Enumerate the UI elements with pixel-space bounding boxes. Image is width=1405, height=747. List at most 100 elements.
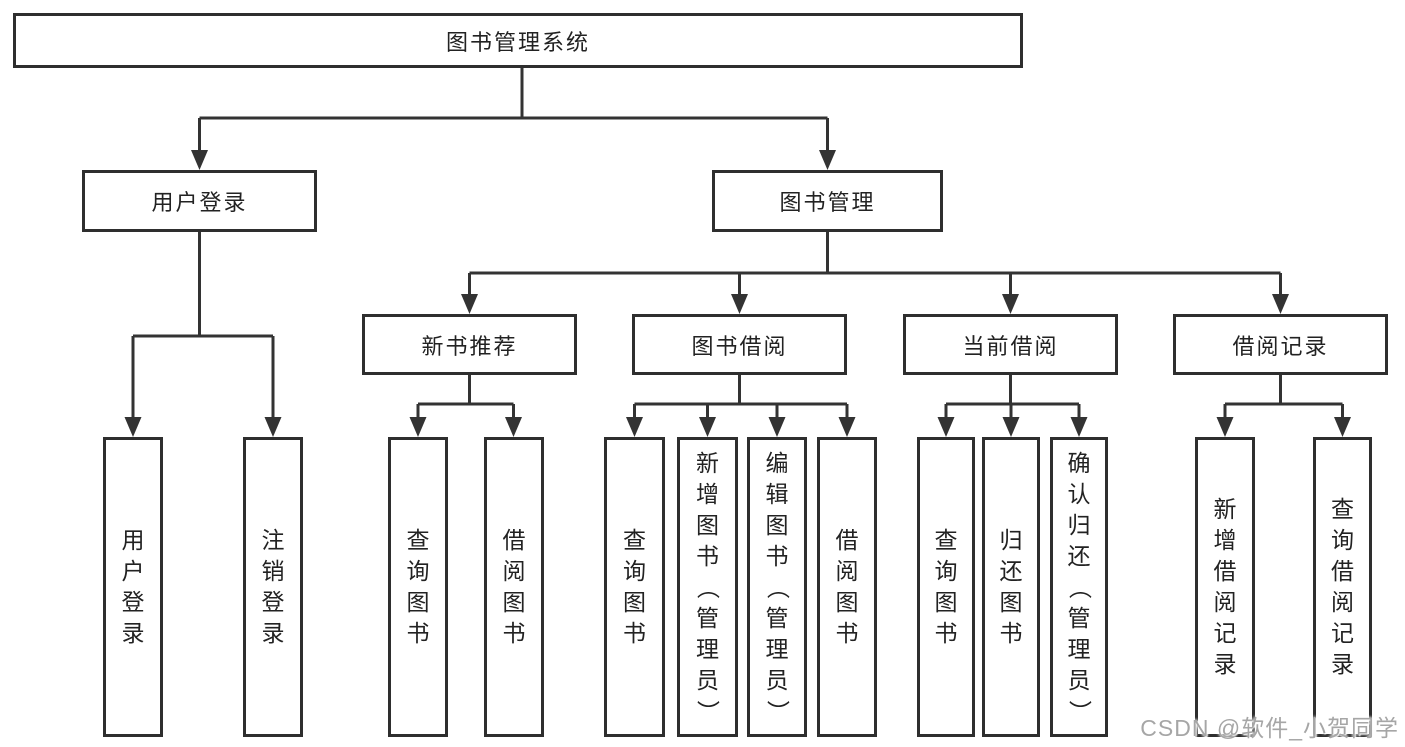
vertical-char: 理 — [765, 635, 789, 662]
node-leaf-cb-query-books-label: 查询图书 — [935, 529, 958, 645]
vertical-char: （ — [764, 575, 791, 599]
vertical-char: ） — [1066, 699, 1093, 723]
node-leaf-bb-query-books: 查询图书 — [604, 437, 665, 737]
connector-book-borrow-children — [626, 375, 856, 437]
vertical-char: 书 — [835, 620, 859, 646]
vertical-char: 员 — [1067, 666, 1091, 693]
vertical-char: 图 — [934, 589, 958, 615]
vertical-char: 询 — [1331, 527, 1354, 553]
connector-current-borrow-children — [937, 375, 1088, 437]
node-leaf-user-login: 用户登录 — [103, 437, 163, 737]
connector-new-book-children — [409, 375, 522, 437]
vertical-char: ） — [764, 699, 791, 723]
vertical-char: 图 — [835, 589, 859, 615]
vertical-char: 阅 — [1213, 589, 1237, 615]
connector-user-login-children — [124, 232, 282, 437]
vertical-char: 还 — [999, 558, 1023, 584]
vertical-char: 图 — [406, 589, 430, 615]
node-leaf-bb-edit-books-admin: 编辑图书 （ 管理员 ） — [747, 437, 807, 737]
arrowhead — [124, 417, 142, 437]
vertical-char: 新 — [696, 449, 719, 476]
vertical-char: （ — [1066, 575, 1093, 599]
vertical-char: 询 — [934, 558, 958, 584]
node-root-label: 图书管理系统 — [445, 29, 590, 55]
arrowhead — [1216, 417, 1234, 437]
arrowhead — [626, 417, 643, 437]
node-leaf-bb-query-books-label: 查询图书 — [623, 529, 646, 645]
vertical-char: 书 — [502, 620, 526, 646]
vertical-char: 理 — [1067, 635, 1091, 662]
node-new-book-recommend: 新书推荐 — [362, 314, 577, 375]
watermark: CSDN @软件_小贺同学 — [1140, 715, 1399, 741]
vertical-char: 录 — [121, 620, 145, 646]
node-user-login-label: 用户登录 — [151, 190, 248, 215]
node-leaf-user-login-label: 用户登录 — [122, 529, 145, 645]
connector-root-to-level2 — [191, 68, 836, 170]
arrowhead — [699, 417, 716, 437]
vertical-char: 图 — [765, 511, 789, 538]
arrowhead — [1334, 417, 1351, 437]
node-leaf-br-query-record: 查询借阅记录 — [1313, 437, 1372, 737]
vertical-char: 查 — [934, 527, 958, 553]
vertical-char: 登 — [121, 589, 145, 615]
vertical-char: 员 — [765, 666, 789, 693]
arrowhead — [461, 294, 478, 314]
vertical-char: 归 — [1067, 511, 1091, 538]
vertical-char: 员 — [696, 666, 719, 693]
node-leaf-cb-return-books-label: 归还图书 — [1000, 529, 1023, 645]
vertical-char: 管 — [765, 604, 789, 631]
connector-book-mgmt-children — [461, 232, 1289, 314]
vertical-char: 增 — [696, 480, 719, 507]
node-user-login: 用户登录 — [82, 170, 317, 232]
vertical-char: 图 — [999, 589, 1023, 615]
vertical-char: （ — [695, 575, 721, 599]
node-book-management-label: 图书管理 — [779, 190, 876, 215]
arrowhead — [1070, 417, 1088, 437]
node-leaf-nbr-borrow-books: 借阅图书 — [484, 437, 544, 737]
node-leaf-cb-query-books: 查询图书 — [917, 437, 975, 737]
vertical-char: 增 — [1213, 527, 1237, 553]
node-leaf-nbr-query-books-label: 查询图书 — [407, 529, 430, 645]
vertical-char: 查 — [1331, 496, 1354, 522]
node-leaf-bb-add-books-admin: 新增图书（管理员） — [677, 437, 738, 737]
vertical-char: 图 — [502, 589, 526, 615]
node-leaf-logout-label: 注销登录 — [262, 529, 285, 645]
arrowhead — [1002, 294, 1019, 314]
arrowhead — [505, 417, 522, 437]
vertical-char: 用 — [121, 527, 145, 553]
vertical-char: 书 — [765, 542, 789, 569]
arrowhead — [819, 150, 836, 170]
vertical-char: 编 — [765, 449, 789, 476]
connector-borrow-records-children — [1216, 375, 1351, 437]
node-leaf-bb-borrow-books-label: 借阅图书 — [836, 529, 859, 645]
arrowhead — [264, 417, 282, 437]
node-current-borrow: 当前借阅 — [903, 314, 1118, 375]
vertical-char: 辑 — [765, 480, 789, 507]
node-book-borrow: 图书借阅 — [632, 314, 847, 375]
vertical-char: 询 — [623, 558, 646, 584]
vertical-char: 还 — [1067, 542, 1091, 569]
vertical-char: 书 — [999, 620, 1023, 646]
node-leaf-nbr-borrow-books-label: 借阅图书 — [503, 529, 526, 645]
vertical-char: 新 — [1213, 496, 1237, 522]
node-leaf-bb-edit-books-admin-label: 编辑图书 （ 管理员 ） — [764, 449, 791, 723]
arrowhead — [1272, 294, 1289, 314]
vertical-char: 阅 — [1331, 589, 1354, 615]
vertical-char: 记 — [1213, 620, 1237, 646]
arrowhead — [191, 150, 208, 170]
vertical-char: 阅 — [502, 558, 526, 584]
vertical-char: 询 — [406, 558, 430, 584]
node-borrow-records: 借阅记录 — [1173, 314, 1388, 375]
vertical-char: 户 — [121, 558, 145, 584]
vertical-char: 认 — [1067, 480, 1091, 507]
node-leaf-br-query-record-label: 查询借阅记录 — [1331, 498, 1354, 676]
vertical-char: 图 — [696, 511, 719, 538]
vertical-char: 借 — [1213, 558, 1237, 584]
arrowhead — [768, 417, 786, 437]
vertical-char: 记 — [1331, 620, 1354, 646]
node-book-borrow-label: 图书借阅 — [691, 333, 788, 359]
vertical-char: 图 — [623, 589, 646, 615]
vertical-char: 书 — [696, 542, 719, 569]
arrowhead — [1002, 417, 1020, 437]
